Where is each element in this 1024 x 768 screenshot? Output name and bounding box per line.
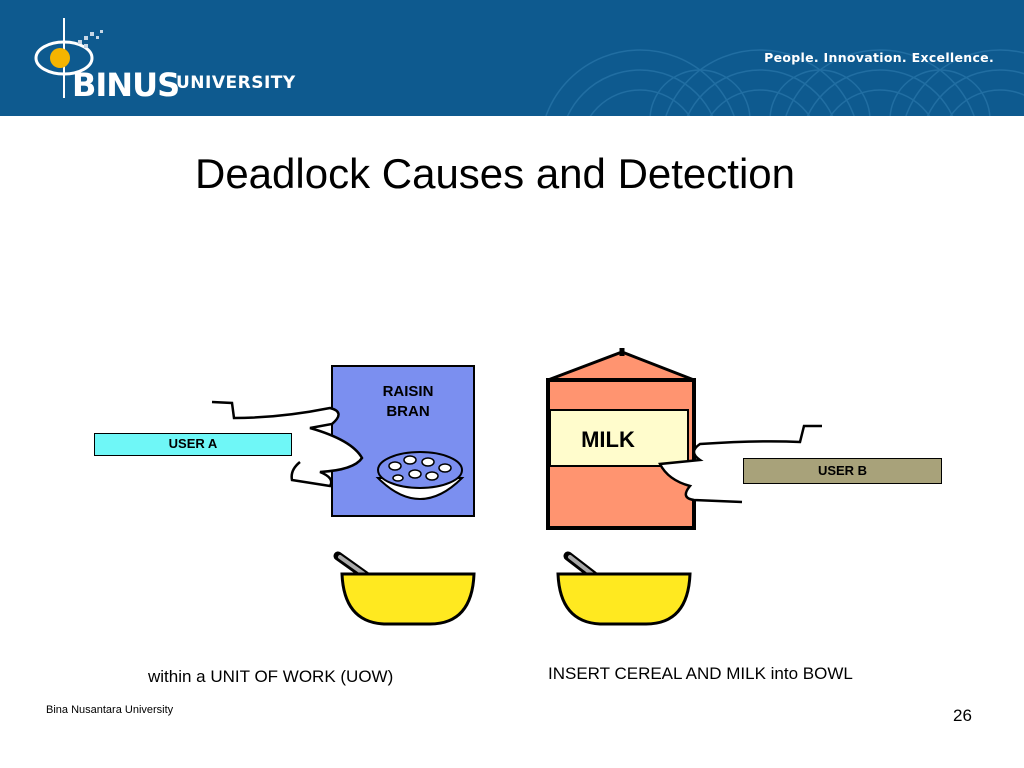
milk-carton: MILK <box>546 348 696 530</box>
page-number: 26 <box>953 706 972 725</box>
user-b-label: USER B <box>743 458 942 484</box>
caption-left: within a UNIT OF WORK (UOW) <box>148 667 394 686</box>
cereal-box-line1: RAISIN <box>383 383 434 400</box>
binus-logo-icon <box>34 18 103 98</box>
slide-title: Deadlock Causes and Detection <box>194 150 796 197</box>
header-banner: BINUS UNIVERSITY People. Innovation. Exc… <box>0 0 1024 116</box>
brand-suffix: UNIVERSITY <box>176 73 296 93</box>
milk-label: MILK <box>581 427 635 452</box>
bowl-left <box>333 551 476 626</box>
wave-pattern <box>545 49 1024 116</box>
right-hand <box>658 424 822 504</box>
cereal-box: RAISIN BRAN <box>331 365 475 517</box>
brand-name: BINUS <box>72 66 180 104</box>
footer-organization: Bina Nusantara University <box>46 704 174 716</box>
bowl-right <box>556 551 692 626</box>
cereal-box-line2: BRAN <box>386 403 429 420</box>
tagline: People. Innovation. Excellence. <box>764 50 994 65</box>
caption-right: INSERT CEREAL AND MILK into BOWL <box>548 664 853 683</box>
user-a-label: USER A <box>94 433 292 456</box>
